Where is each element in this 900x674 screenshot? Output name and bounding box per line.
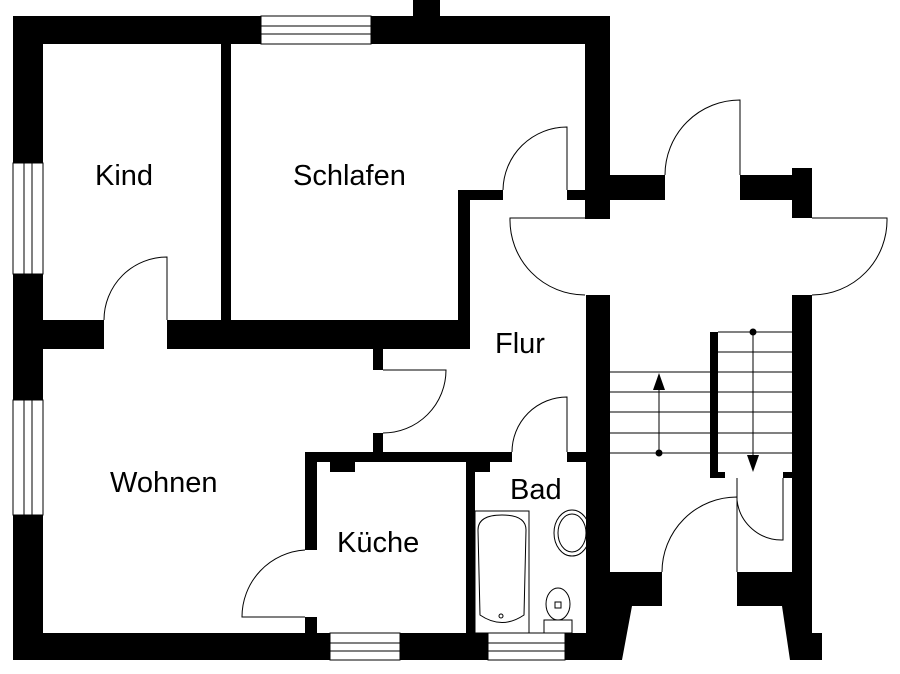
room-label-bad: Bad — [510, 474, 562, 506]
arrow-up-icon — [653, 373, 665, 390]
door-swings — [103, 99, 888, 618]
sink-icon — [553, 509, 591, 557]
stairs — [610, 328, 792, 472]
bathtub-icon — [474, 510, 530, 634]
room-label-kind: Kind — [95, 160, 154, 192]
walls — [13, 0, 822, 660]
room-label-schlafen: Schlafen — [293, 160, 406, 192]
room-label-kueche: Küche — [337, 527, 420, 559]
toilet-icon — [545, 587, 571, 621]
bathroom-fixtures — [474, 509, 591, 634]
arrow-down-icon — [747, 455, 759, 472]
room-label-wohnen: Wohnen — [110, 467, 218, 499]
windows — [12, 15, 566, 661]
room-label-flur: Flur — [495, 328, 545, 360]
